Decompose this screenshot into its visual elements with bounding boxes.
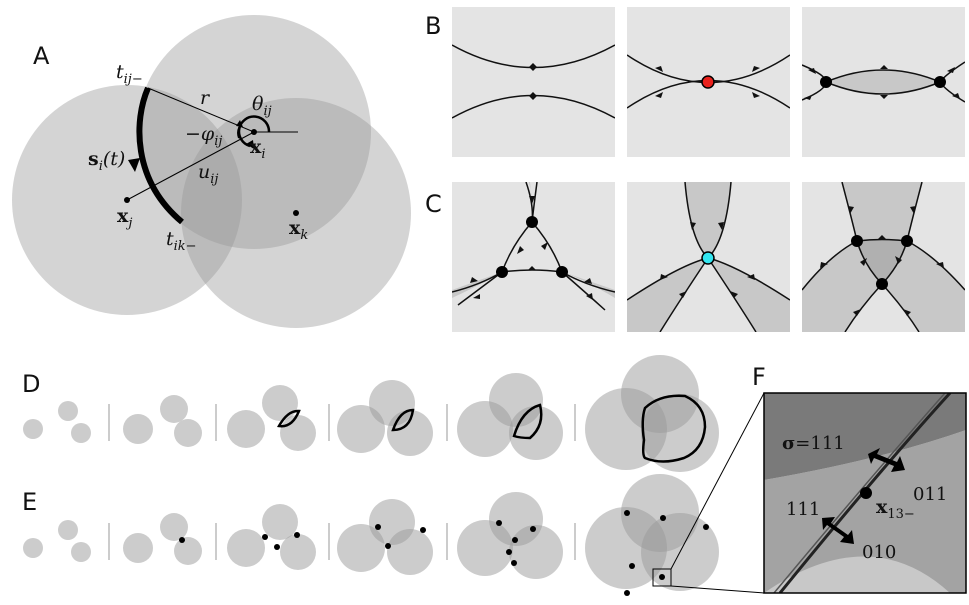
b3-point-left	[820, 76, 832, 88]
point-x13	[860, 487, 872, 499]
c1-point-top	[526, 216, 538, 228]
point-xk	[293, 210, 299, 216]
panel-b: B	[425, 7, 965, 157]
label-s: si(t)	[88, 148, 125, 174]
vector-u-line	[126, 131, 255, 201]
arc-arrowhead	[128, 158, 140, 172]
arrow-upper	[868, 448, 905, 472]
panel-letter-c: C	[425, 190, 442, 218]
panel-c2-curves	[627, 182, 790, 332]
label-theta: θij	[252, 93, 272, 119]
label-t-ij: tij−	[116, 61, 143, 87]
c1-point-right	[556, 266, 568, 278]
c3-point-left	[851, 235, 863, 247]
point-xj	[124, 197, 130, 203]
panel-d: D	[22, 355, 719, 472]
zoom-box	[652, 568, 672, 587]
zoom-line-top	[670, 392, 765, 570]
panel-letter-a: A	[33, 42, 50, 70]
b3-point-right	[934, 76, 946, 88]
panel-f: F σ=111 011 111 010 x13−	[752, 363, 967, 594]
panel-e: E	[22, 474, 719, 596]
label-010: 010	[862, 542, 896, 563]
panel-letter-b: B	[425, 12, 441, 40]
c3-point-right	[901, 235, 913, 247]
theta-arc	[237, 115, 271, 148]
label-u: uij	[198, 161, 218, 187]
panel-letter-e: E	[22, 488, 37, 516]
phi-arrowhead	[236, 120, 243, 127]
panel-letter-f: F	[752, 363, 766, 391]
label-x13: x13−	[876, 496, 915, 522]
panel-c3-curves	[802, 182, 965, 332]
cyan-critical-point	[701, 251, 715, 265]
label-111: 111	[786, 499, 820, 520]
label-xi: xi	[250, 136, 266, 162]
c1-point-left	[496, 266, 508, 278]
panel-b1-curves	[452, 44, 615, 119]
label-phi: −φij	[185, 123, 222, 149]
label-t-ik: tik−	[166, 228, 197, 254]
boundary-arc-s	[136, 86, 184, 225]
point-xi	[251, 129, 257, 135]
panel-a: A tij− r θij −φij xi si(t) uij xj tik− x…	[12, 15, 411, 328]
label-011: 011	[913, 484, 947, 505]
panel-letter-d: D	[22, 370, 40, 398]
panel-b1-bg	[452, 7, 615, 157]
arrow-lower	[822, 517, 854, 544]
theta-arrowhead	[246, 140, 254, 149]
label-xj: xj	[117, 205, 132, 231]
c3-point-bottom	[876, 278, 888, 290]
panel-c: C	[425, 182, 965, 332]
radius-line-r	[147, 87, 255, 133]
label-r: r	[200, 87, 211, 109]
red-critical-point	[701, 75, 715, 89]
label-xk: xk	[289, 217, 308, 243]
panel-b3-curves	[802, 61, 965, 103]
zoom-line-bottom	[670, 585, 765, 594]
label-sigma: σ=111	[782, 433, 845, 454]
